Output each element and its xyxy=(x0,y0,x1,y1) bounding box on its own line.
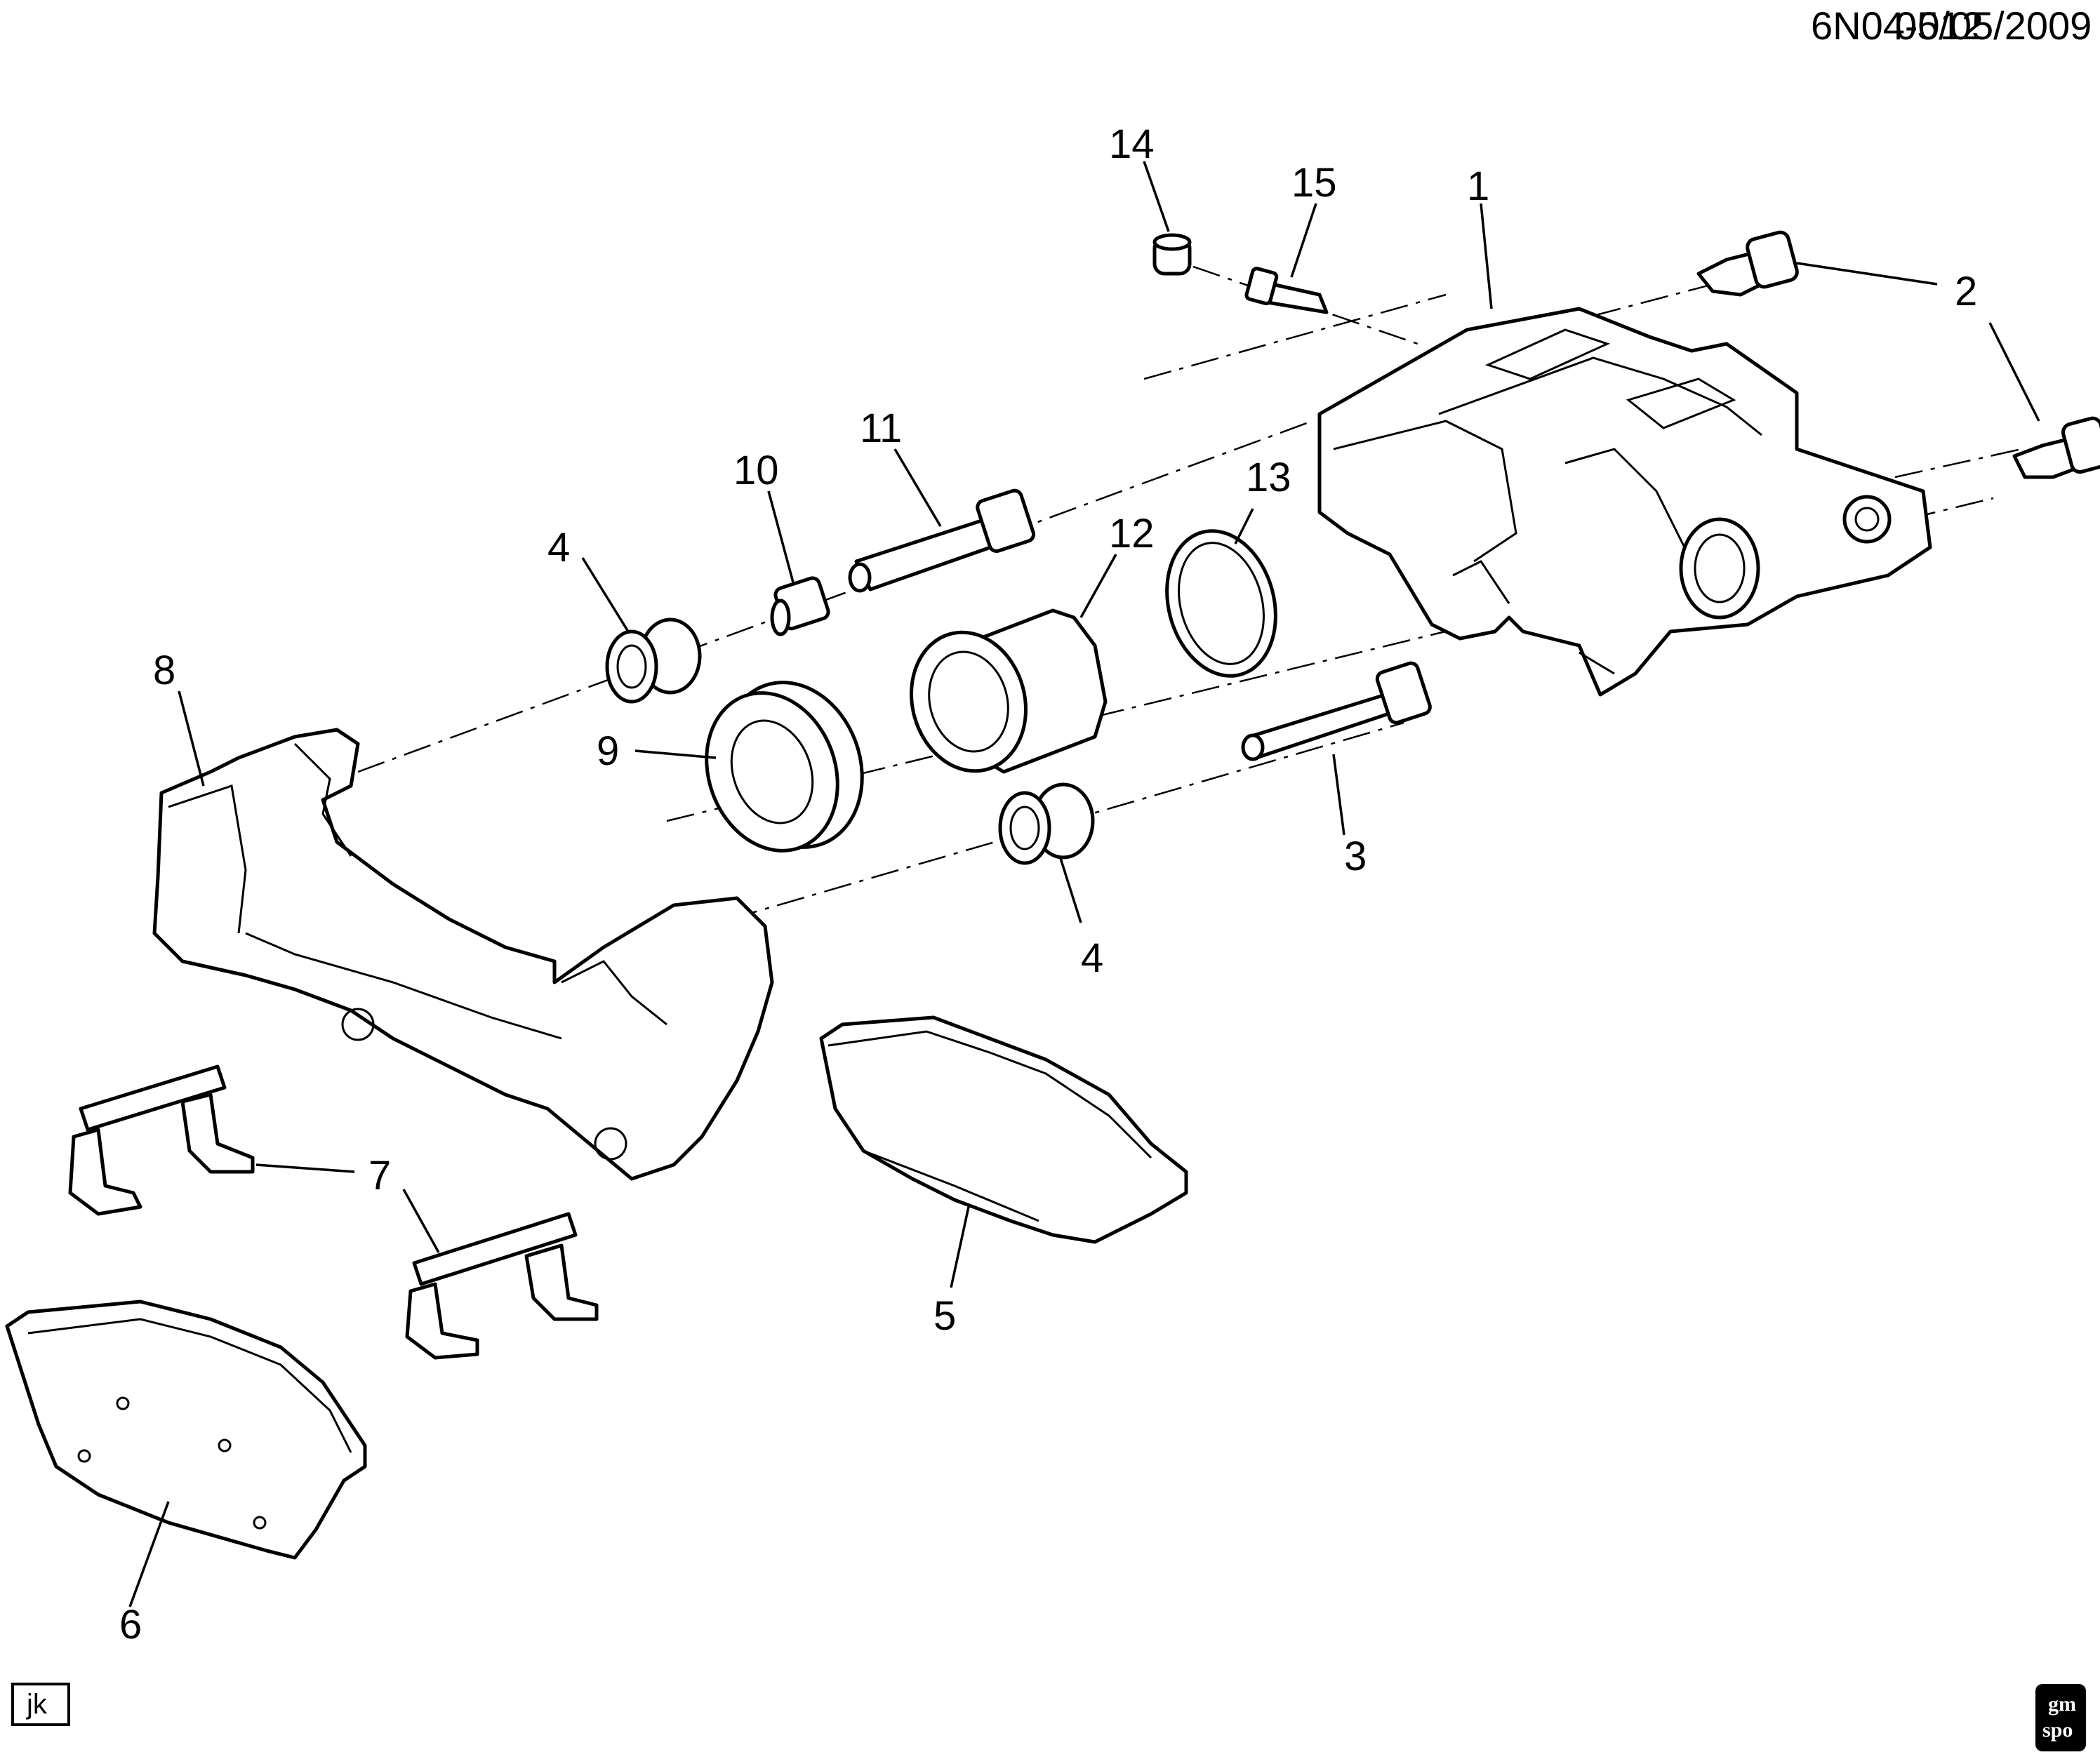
callout-11: 11 xyxy=(860,406,902,451)
guide-pin-bushing xyxy=(770,576,830,636)
callout-2: 2 xyxy=(1955,269,1977,314)
bleeder-cap xyxy=(1152,233,1192,276)
author-tag-text: jk xyxy=(26,1689,48,1720)
caliper-bolt-upper xyxy=(1696,230,1799,297)
guide-pin-boot-upper xyxy=(605,617,702,704)
logo-text-gm: gm xyxy=(2048,1692,2076,1716)
callout-14: 14 xyxy=(1109,121,1155,167)
author-tag: jk xyxy=(11,1683,70,1726)
logo-text-spo: spo xyxy=(2042,1718,2073,1742)
caliper-housing xyxy=(1317,307,1932,697)
callout-6: 6 xyxy=(119,1602,142,1648)
brake-pad-inner xyxy=(819,1015,1188,1244)
callout-1: 1 xyxy=(1467,163,1489,209)
piston-seal-ring xyxy=(1165,529,1277,678)
callout-15: 15 xyxy=(1291,160,1337,206)
pad-clip-lower xyxy=(405,1212,599,1360)
brake-pad-outer xyxy=(5,1300,367,1560)
callout-8: 8 xyxy=(153,648,175,693)
diagram-date: 05/05/2009 xyxy=(1895,4,2092,48)
callout-10: 10 xyxy=(733,448,779,493)
caliper-piston xyxy=(910,608,1108,774)
caliper-mounting-bracket xyxy=(152,728,774,1181)
callout-4-upper: 4 xyxy=(547,525,570,570)
callout-12: 12 xyxy=(1109,511,1155,556)
caliper-bolt-lower xyxy=(2012,416,2100,479)
callout-5: 5 xyxy=(933,1293,956,1339)
callout-labels: 1 2 3 4 4 5 6 7 8 9 10 11 12 13 14 15 xyxy=(119,121,1977,1648)
piston-dust-boot xyxy=(705,681,864,853)
guide-pin-boot-lower xyxy=(998,782,1095,865)
callout-7: 7 xyxy=(368,1153,391,1198)
callout-9: 9 xyxy=(597,728,619,774)
callout-4-lower: 4 xyxy=(1081,935,1103,981)
diagram-code: 6N04-012 xyxy=(1811,4,1983,48)
callout-3: 3 xyxy=(1344,834,1367,879)
guide-pin-lower xyxy=(1241,661,1432,761)
pad-clip-upper xyxy=(68,1064,255,1216)
callout-13: 13 xyxy=(1246,455,1291,500)
bleeder-valve xyxy=(1244,267,1329,314)
guide-pin-upper xyxy=(848,488,1036,593)
gm-spo-logo: gm spo xyxy=(2035,1684,2086,1751)
leader-lines xyxy=(128,161,2040,1608)
